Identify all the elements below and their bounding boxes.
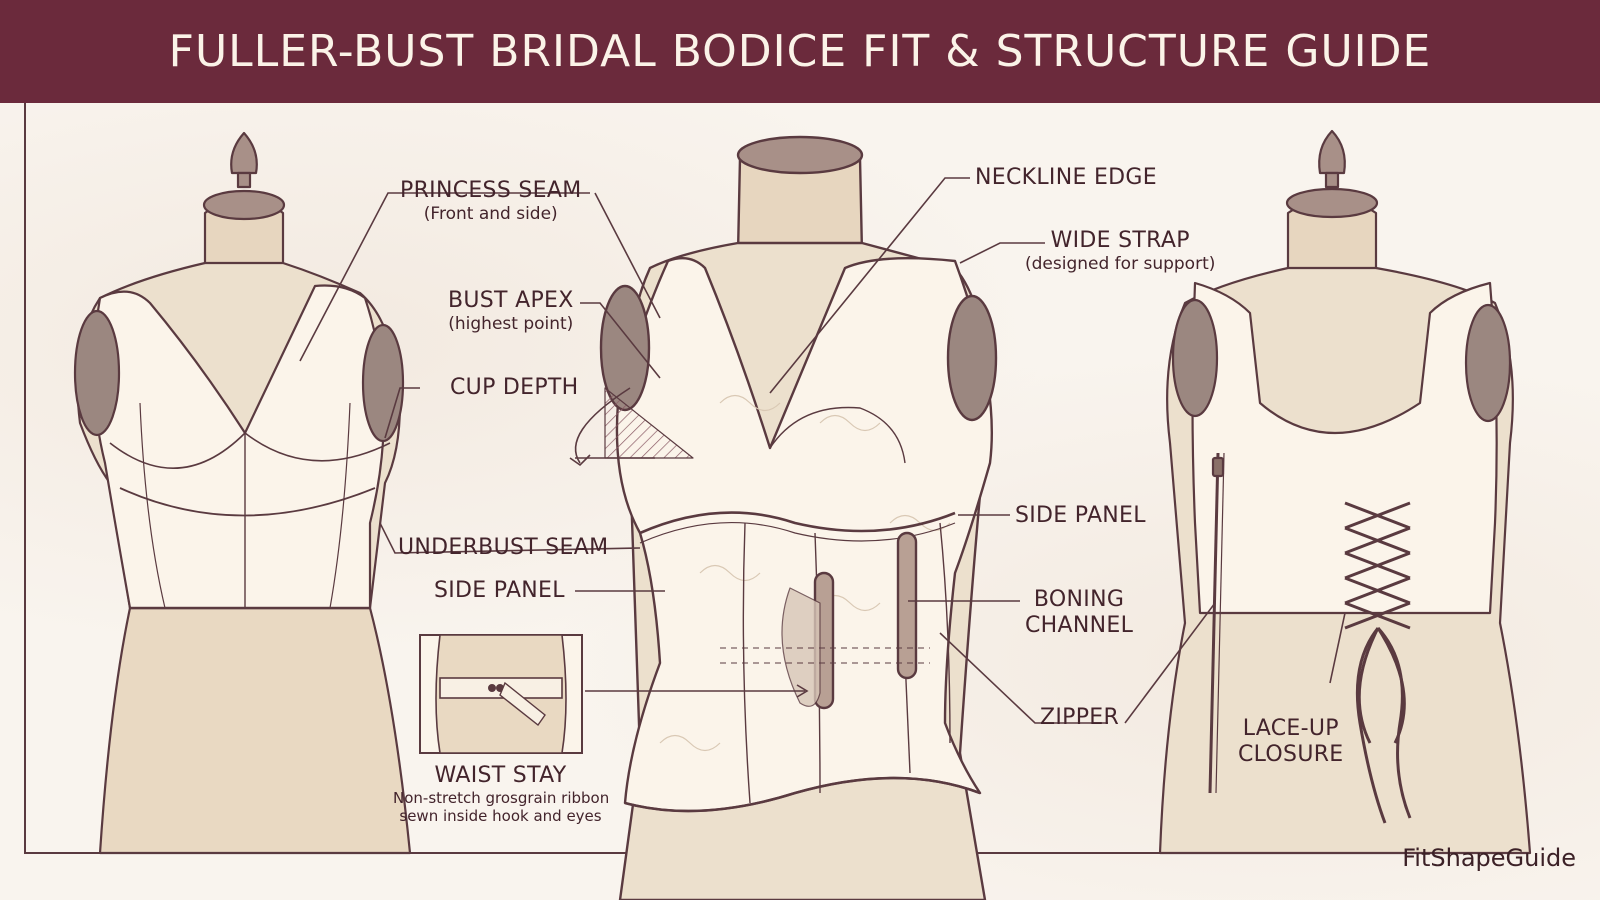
diagram-area: PRINCESS SEAM (Front and side) BUST APEX… [0,103,1600,900]
label-cup-depth: CUP DEPTH [450,375,579,400]
label-princess-seam: PRINCESS SEAM (Front and side) [400,178,582,225]
zipper-line [1208,452,1220,794]
center-underbust-seam [639,511,956,535]
label-bust-apex: BUST APEX (highest point) [448,288,574,335]
label-side-panel-left: SIDE PANEL [434,578,565,603]
label-neckline-edge: NECKLINE EDGE [975,165,1157,190]
right-form-finial [1318,129,1346,175]
hook-and-eye-tab [499,681,546,727]
waist-stay-inset [419,634,583,754]
center-dress-form [599,135,998,900]
brand-logo-text: FitShapeGuide [1402,844,1576,872]
label-waist-stay: WAIST STAY Non-stretch grosgrain ribbon … [393,763,610,826]
left-dress-form [73,131,412,855]
left-form-neck-cap [202,189,286,221]
label-side-panel-right: SIDE PANEL [1015,503,1146,528]
label-lace-up-closure: LACE-UP CLOSURE [1238,716,1344,768]
label-underbust-seam: UNDERBUST SEAM [398,535,609,560]
left-arm-cap [73,309,121,437]
label-boning-channel: BONING CHANNEL [1025,587,1134,639]
zipper-pull [1211,456,1225,478]
label-zipper: ZIPPER [1040,705,1120,730]
left-form-skirt [98,606,412,855]
boning-channel-2 [896,531,918,680]
header-banner: FULLER-BUST BRIDAL BODICE FIT & STRUCTUR… [0,0,1600,103]
lace-up-lacing [1344,501,1412,824]
center-form-neck-cap [736,135,864,175]
right-dress-form [1158,129,1532,855]
page-title: FULLER-BUST BRIDAL BODICE FIT & STRUCTUR… [168,26,1432,77]
right-back-bodice [1191,281,1498,615]
bodice-diagram [24,103,1532,900]
left-form-finial [230,131,258,175]
label-wide-strap: WIDE STRAP (designed for support) [1025,228,1216,275]
leader-lines [299,177,1346,724]
